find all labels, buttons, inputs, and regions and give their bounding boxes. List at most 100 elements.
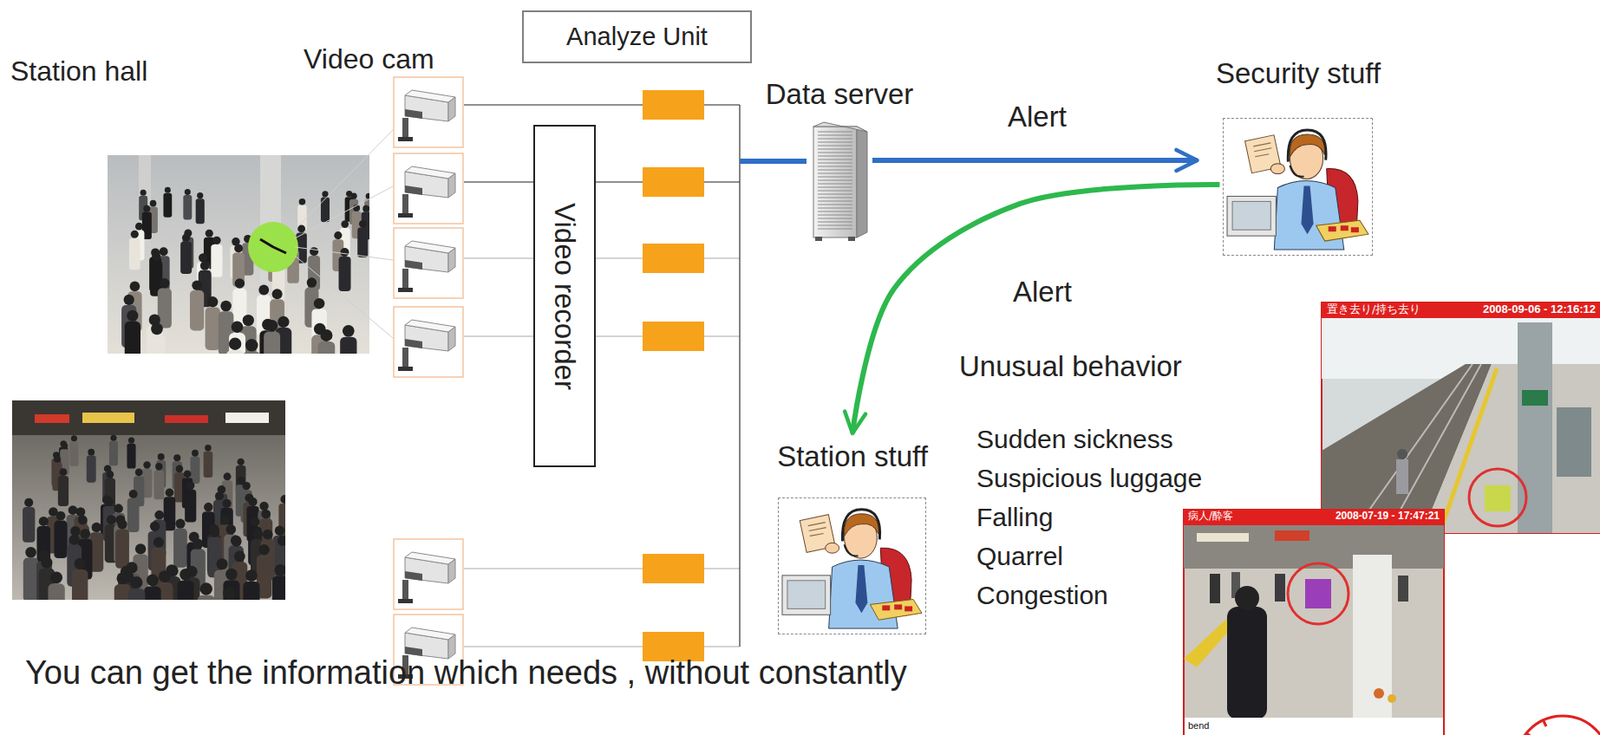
person-head xyxy=(146,574,159,587)
person-head xyxy=(117,519,127,529)
box-title: Analyze Unit xyxy=(566,22,708,52)
person-figure xyxy=(339,256,352,292)
person-head xyxy=(157,453,165,461)
person-head xyxy=(231,321,244,334)
list-item: Sudden sickness xyxy=(976,424,1174,456)
person-head xyxy=(299,198,307,206)
icon-part xyxy=(817,148,853,150)
person-head xyxy=(234,551,246,563)
part-label: Video cam xyxy=(303,43,435,76)
person-figure xyxy=(47,583,65,601)
person-head xyxy=(158,570,171,583)
icon-part xyxy=(787,581,826,610)
person-head xyxy=(128,437,135,444)
video-cameras xyxy=(393,77,464,686)
icon-part xyxy=(817,186,853,188)
station-photo xyxy=(107,155,373,402)
signboard xyxy=(82,412,135,424)
person-head xyxy=(130,576,143,589)
person-head xyxy=(87,449,95,457)
icon-part xyxy=(817,172,853,174)
icon-part xyxy=(856,126,868,238)
person-head xyxy=(234,244,243,254)
icon-part xyxy=(808,522,827,537)
person-figure xyxy=(182,195,192,220)
person-head xyxy=(59,468,68,477)
list-item: Quarrel xyxy=(976,542,1064,573)
icon-part xyxy=(817,193,853,195)
icon-part xyxy=(842,509,881,543)
person-head xyxy=(53,456,61,464)
person-figure xyxy=(242,581,260,601)
person-figure xyxy=(126,444,136,470)
signboard xyxy=(225,412,269,424)
clock-icon xyxy=(248,222,299,273)
icon-part xyxy=(1351,227,1359,233)
person-head xyxy=(135,222,144,231)
person-head xyxy=(78,515,88,525)
person-head xyxy=(71,435,78,442)
person-figure xyxy=(22,507,35,543)
person-figure xyxy=(124,321,141,354)
person-head xyxy=(179,568,192,582)
person-figure xyxy=(153,470,164,500)
icon-part xyxy=(817,203,853,205)
person-figure xyxy=(59,449,69,476)
icon-part xyxy=(905,606,914,612)
icon-part xyxy=(817,169,853,170)
person-figure xyxy=(176,581,194,601)
icon-part xyxy=(817,207,853,209)
icon-part xyxy=(813,126,857,238)
person-figure xyxy=(129,238,141,270)
person-head xyxy=(164,187,171,194)
person-figure xyxy=(58,476,69,507)
person-head xyxy=(216,558,229,570)
person-head xyxy=(320,329,333,342)
person-figure xyxy=(115,529,130,569)
icon-part xyxy=(817,210,853,212)
icon-part xyxy=(1290,165,1305,177)
person-head xyxy=(129,489,138,499)
person-figure xyxy=(163,193,172,218)
person-head xyxy=(79,528,91,540)
person-head xyxy=(113,503,123,513)
person-head xyxy=(277,316,289,328)
person-head xyxy=(359,220,367,229)
person-head xyxy=(220,300,232,313)
person-head xyxy=(151,252,161,262)
person-head xyxy=(209,527,221,538)
icon-part xyxy=(825,542,840,554)
security-staff: Security stuff xyxy=(1215,57,1381,256)
person-figure xyxy=(23,558,40,601)
person-head xyxy=(342,325,355,338)
photo-ground xyxy=(107,155,370,354)
icon-part xyxy=(848,236,856,242)
person-head xyxy=(154,510,164,521)
note: You can get the information which needs … xyxy=(25,654,908,693)
list-heading: Unusual behavior xyxy=(959,350,1183,384)
person-head xyxy=(207,296,218,307)
person-head xyxy=(196,192,203,199)
icon-part xyxy=(817,214,853,216)
person-head xyxy=(91,522,102,533)
server-icon xyxy=(806,121,873,242)
analyze-unit-box: Analyze Unit xyxy=(522,10,752,64)
icon-part xyxy=(1288,130,1327,163)
person-head xyxy=(274,564,286,576)
person-head xyxy=(280,495,286,504)
crowd xyxy=(22,435,286,601)
person-figure xyxy=(69,441,79,467)
person-figure xyxy=(173,528,188,569)
person-figure xyxy=(143,586,162,601)
icon-part xyxy=(817,162,853,164)
clock-hands xyxy=(260,239,287,254)
person-head xyxy=(61,443,68,450)
timestamp: 2008-09-06 - 12:16:12 xyxy=(1482,303,1596,317)
icon-part xyxy=(817,155,853,157)
person-head xyxy=(205,229,214,238)
person-head xyxy=(215,491,224,501)
person-head xyxy=(192,538,203,549)
ceiling xyxy=(12,400,286,436)
